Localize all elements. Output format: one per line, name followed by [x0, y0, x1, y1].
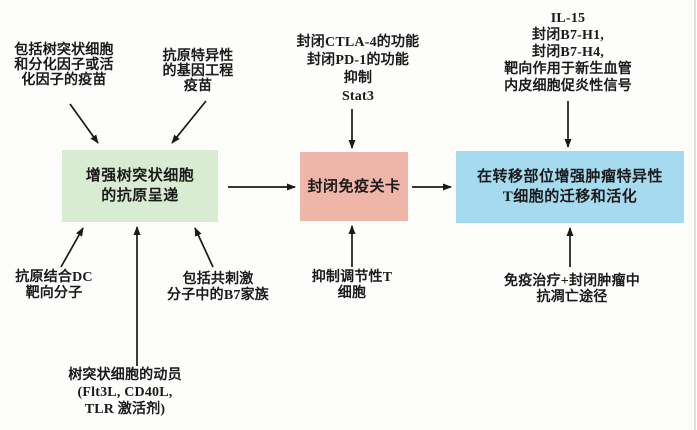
- annotation-antiapoptotic: 免疫治疗+封闭肿瘤中 抗凋亡途径: [497, 274, 647, 306]
- annotation-line: 分子中的B7家族: [167, 288, 269, 303]
- box-label-line: T细胞的迁移和活化: [502, 189, 638, 205]
- annotation-line: 抑制调节性T: [311, 270, 393, 285]
- annotation-line: 抗凋亡途径: [536, 290, 608, 305]
- annotation-line: 树突状细胞的动员: [68, 368, 182, 383]
- annotation-line: 包括共刺激: [182, 272, 254, 287]
- annotation-line: 的基因工程: [162, 64, 234, 79]
- arrow-dc-targeting-to-green-box: [60, 227, 84, 268]
- scan-edge-line: [694, 0, 696, 430]
- annotation-line: 细胞: [337, 286, 367, 301]
- annotation-line: TLR 激活剂): [84, 402, 166, 417]
- annotation-line: 封闭PD-1的功能: [306, 53, 410, 68]
- annotation-line: 包括树突状细胞: [14, 43, 114, 58]
- annotation-line: (Flt3L, CD40L,: [77, 385, 173, 400]
- annotation-line: 抑制: [343, 71, 373, 86]
- annotation-dc-targeting: 抗原结合DC 靶向分子: [4, 270, 104, 302]
- annotation-line: Stat3: [341, 89, 375, 104]
- annotation-line: 封闭CTLA-4的功能: [296, 35, 420, 50]
- annotation-line: 疫苗: [183, 79, 213, 94]
- annotation-line: 封闭B7-H4,: [532, 45, 604, 60]
- arrow-b7-family-to-green-box: [194, 227, 214, 268]
- annotation-line: 靶向作用于新生血管: [504, 62, 632, 77]
- box-enhance-tumor-specific-tcell: 在转移部位增强肿瘤特异性 T细胞的迁移和活化: [456, 151, 684, 223]
- box-label-line: 封闭免疫关卡: [307, 178, 401, 195]
- annotation-line: 内皮细胞促炎性信号: [504, 79, 632, 94]
- box-enhance-dc-antigen-presentation: 增强树突状细胞 的抗原呈递: [62, 150, 218, 222]
- annotation-line: 封闭B7-H1,: [532, 28, 604, 43]
- annotation-gene-vaccines: 抗原特异性 的基因工程 疫苗: [153, 49, 243, 94]
- annotation-dc-mobilization: 树突状细胞的动员 (Flt3L, CD40L, TLR 激活剂): [67, 367, 183, 418]
- annotation-line: 抗原特异性: [162, 49, 234, 64]
- box-block-immune-checkpoint: 封闭免疫关卡: [300, 152, 408, 221]
- box-label-line: 的抗原呈递: [101, 188, 179, 204]
- annotation-line: 和分化因子或活: [14, 58, 114, 73]
- arrow-dc-vaccines-to-green-box: [69, 103, 99, 144]
- annotation-line: 靶向分子: [25, 286, 83, 301]
- annotation-line: 化因子的疫苗: [21, 73, 107, 88]
- annotation-checkpoint-methods: 封闭CTLA-4的功能 封闭PD-1的功能 抑制 Stat3: [288, 34, 428, 106]
- annotation-treg-suppression: 抑制调节性T 细胞: [304, 270, 400, 302]
- annotation-b7-family: 包括共刺激 分子中的B7家族: [162, 272, 274, 304]
- annotation-line: 免疫治疗+封闭肿瘤中: [504, 274, 640, 289]
- annotation-line: 抗原结合DC: [15, 270, 93, 285]
- annotation-il15-signals: IL-15 封闭B7-H1, 封闭B7-H4, 靶向作用于新生血管 内皮细胞促炎…: [498, 10, 638, 95]
- arrow-gene-vaccines-to-green-box: [171, 100, 207, 144]
- annotation-line: IL-15: [550, 11, 586, 26]
- annotation-dc-vaccines: 包括树突状细胞 和分化因子或活 化因子的疫苗: [6, 43, 122, 88]
- box-label-line: 增强树突状细胞: [85, 168, 195, 184]
- box-label-line: 在转移部位增强肿瘤特异性: [476, 169, 663, 185]
